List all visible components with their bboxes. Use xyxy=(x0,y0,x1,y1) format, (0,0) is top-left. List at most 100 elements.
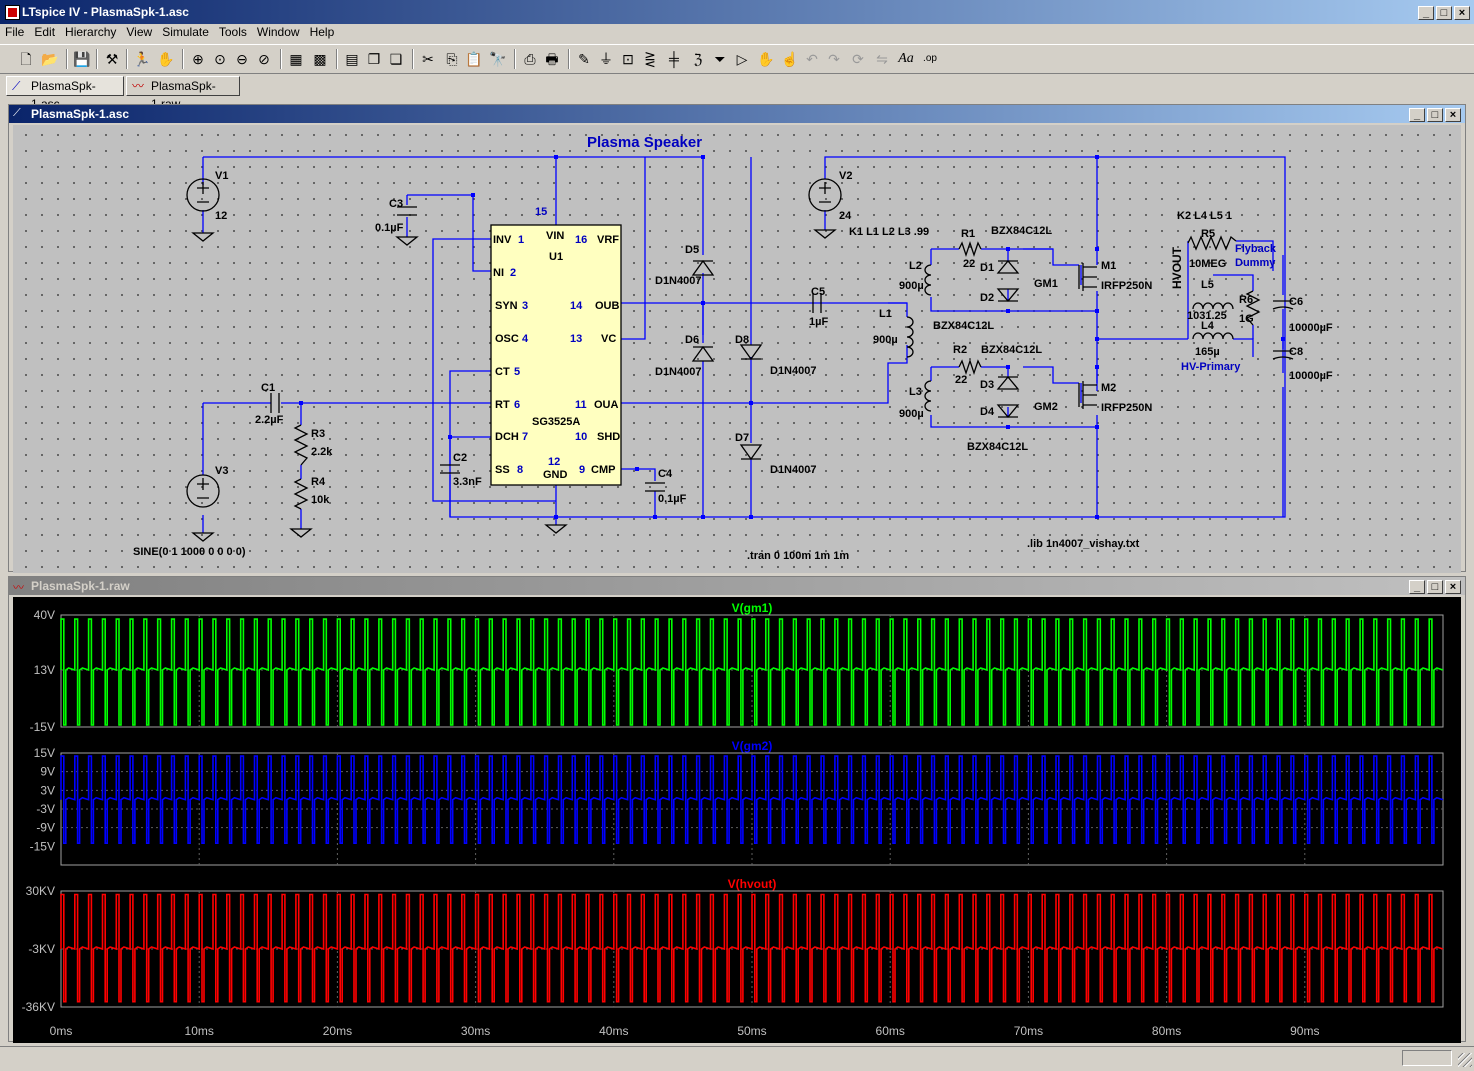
pin-number: 15 xyxy=(535,206,547,218)
open-icon[interactable]: 📂 xyxy=(41,51,59,67)
close-icon[interactable]: × xyxy=(1454,6,1470,20)
x-tick-label: 20ms xyxy=(323,1024,352,1038)
tab-waveform[interactable]: 〰 PlasmaSpk-1.raw xyxy=(126,76,240,111)
minimize-icon[interactable]: _ xyxy=(1418,6,1434,20)
waveform-window-title: PlasmaSpk-1.raw xyxy=(31,579,130,593)
component-icon[interactable]: ▷ xyxy=(736,51,748,67)
waveform-window-controls: _□× xyxy=(1407,579,1461,594)
maximize-icon[interactable]: □ xyxy=(1436,6,1452,20)
l5-value: 1031.25 xyxy=(1187,310,1227,322)
m1-part: IRFP250N xyxy=(1101,280,1152,292)
cascade-icon[interactable]: ❐ xyxy=(367,51,381,67)
menu-file[interactable]: File xyxy=(5,25,25,39)
zoom-out-icon[interactable]: ⊖ xyxy=(236,51,248,67)
trace-title[interactable]: V(gm2) xyxy=(732,739,773,753)
zoom-in-icon[interactable]: ⊕ xyxy=(192,51,204,67)
save-icon[interactable]: 💾 xyxy=(73,51,91,67)
rotate-icon[interactable]: ⟳ xyxy=(852,51,864,67)
drag-icon[interactable]: ☝ xyxy=(781,51,799,67)
resize-grip-icon[interactable] xyxy=(1458,1053,1472,1067)
minimize-icon[interactable]: _ xyxy=(1409,108,1425,122)
ground-icon[interactable]: ⏚ xyxy=(599,51,613,67)
waveform-icon: 〰 xyxy=(13,582,24,594)
m2-label: M2 xyxy=(1101,382,1116,394)
copy-icon[interactable]: ⎘ xyxy=(446,51,458,67)
trace-2[interactable] xyxy=(60,893,1444,1003)
k1-directive: K1 L1 L2 L3 .99 xyxy=(849,226,929,238)
spice-directive-icon[interactable]: .op xyxy=(923,53,937,64)
tile-vertical-icon[interactable]: ❏ xyxy=(389,51,403,67)
c3-value: 0.1µF xyxy=(375,222,404,234)
print-setup-icon[interactable]: ⎙ xyxy=(524,51,536,67)
menu-window[interactable]: Window xyxy=(256,25,300,39)
schematic-window-controls: _□× xyxy=(1407,107,1461,122)
hv-primary-label: HV-Primary xyxy=(1181,361,1241,373)
close-icon[interactable]: × xyxy=(1445,580,1461,594)
new-schematic-icon[interactable]: 🗋 xyxy=(20,51,32,67)
inductor-icon[interactable]: ℨ xyxy=(693,51,703,67)
schematic-canvas[interactable]: Plasma Speaker V1 12 V2 24 V3 SINE(0 1 1… xyxy=(13,125,1461,573)
schematic-labels: Plasma Speaker V1 12 V2 24 V3 SINE(0 1 1… xyxy=(133,134,1333,562)
status-cell xyxy=(1402,1050,1452,1066)
maximize-icon[interactable]: □ xyxy=(1427,580,1443,594)
d7-part: D1N4007 xyxy=(770,464,816,476)
pan-icon[interactable]: ⊙ xyxy=(214,51,226,67)
find-icon[interactable]: 🔭 xyxy=(489,51,507,67)
diode-icon[interactable]: ⏷ xyxy=(714,51,726,67)
menu-tools[interactable]: Tools xyxy=(218,25,247,39)
r6-value: 1G xyxy=(1239,313,1254,325)
zoom-fit-icon[interactable]: ⊘ xyxy=(258,51,270,67)
capacitor-icon[interactable]: ╪ xyxy=(669,51,679,67)
flyback-label: Flyback xyxy=(1235,243,1277,255)
run-icon[interactable]: 🏃 xyxy=(133,51,151,67)
document-tabs: ⟋ PlasmaSpk-1.asc 〰 PlasmaSpk-1.raw xyxy=(0,74,1474,111)
pin-number: 7 xyxy=(522,431,528,443)
gm2-label: GM2 xyxy=(1034,401,1058,413)
trace-title[interactable]: V(gm1) xyxy=(732,601,773,615)
lib-directive: .lib 1n4007_vishay.txt xyxy=(1027,538,1140,550)
autorange-icon[interactable]: ▦ xyxy=(289,51,303,67)
menu-edit[interactable]: Edit xyxy=(34,25,56,39)
schematic-window: ⟋ PlasmaSpk-1.asc _□× xyxy=(8,104,1466,573)
maximize-icon[interactable]: □ xyxy=(1427,108,1443,122)
c4-value: 0.1µF xyxy=(658,493,687,505)
r5-value: 10MEG xyxy=(1189,258,1226,270)
text-icon[interactable]: Aa xyxy=(898,51,914,66)
x-tick-label: 10ms xyxy=(185,1024,214,1038)
c6-value: 10000µF xyxy=(1289,322,1333,334)
menu-view[interactable]: View xyxy=(126,25,153,39)
mirror-icon[interactable]: ⇋ xyxy=(876,51,888,67)
close-icon[interactable]: × xyxy=(1445,108,1461,122)
minimize-icon[interactable]: _ xyxy=(1409,580,1425,594)
menu-bar: File Edit Hierarchy View Simulate Tools Window… xyxy=(0,24,1474,42)
tile-horizontal-icon[interactable]: ▤ xyxy=(345,51,359,67)
chip-pin-numbers: 1 2 3 4 5 6 7 8 9 10 11 12 13 14 15 16 xyxy=(510,206,587,476)
x-tick-label: 60ms xyxy=(876,1024,905,1038)
trace-title[interactable]: V(hvout) xyxy=(728,877,777,891)
label-net-icon[interactable]: ⊡ xyxy=(622,51,634,67)
pin-number: 4 xyxy=(522,333,529,345)
paste-icon[interactable]: 📋 xyxy=(465,51,483,67)
cut-icon[interactable]: ✂ xyxy=(422,51,434,67)
resistor-icon[interactable]: ⋛ xyxy=(644,51,656,67)
move-icon[interactable]: ✋ xyxy=(757,51,775,67)
menu-simulate[interactable]: Simulate xyxy=(162,25,209,39)
grid-icon[interactable]: ▩ xyxy=(313,51,327,67)
sg3525a-chip[interactable] xyxy=(490,224,622,486)
menu-help[interactable]: Help xyxy=(309,25,335,39)
y-tick-label: 9V xyxy=(40,765,55,779)
trace-0[interactable] xyxy=(60,618,1444,726)
pin-number: 16 xyxy=(575,234,587,246)
control-panel-icon[interactable]: ⚒ xyxy=(105,51,119,67)
print-icon[interactable]: 🖶 xyxy=(545,51,559,67)
halt-icon[interactable]: ✋ xyxy=(157,51,175,67)
tab-schematic[interactable]: ⟋ PlasmaSpk-1.asc xyxy=(6,76,124,111)
d3-label: D3 xyxy=(980,379,994,391)
redo-icon[interactable]: ↷ xyxy=(828,51,840,67)
undo-icon[interactable]: ↶ xyxy=(806,51,818,67)
hvout-net-label: HVOUT xyxy=(1170,246,1184,289)
menu-hierarchy[interactable]: Hierarchy xyxy=(65,25,117,39)
trace-1[interactable] xyxy=(60,755,1444,844)
draw-wire-icon[interactable]: ✎ xyxy=(578,51,590,67)
